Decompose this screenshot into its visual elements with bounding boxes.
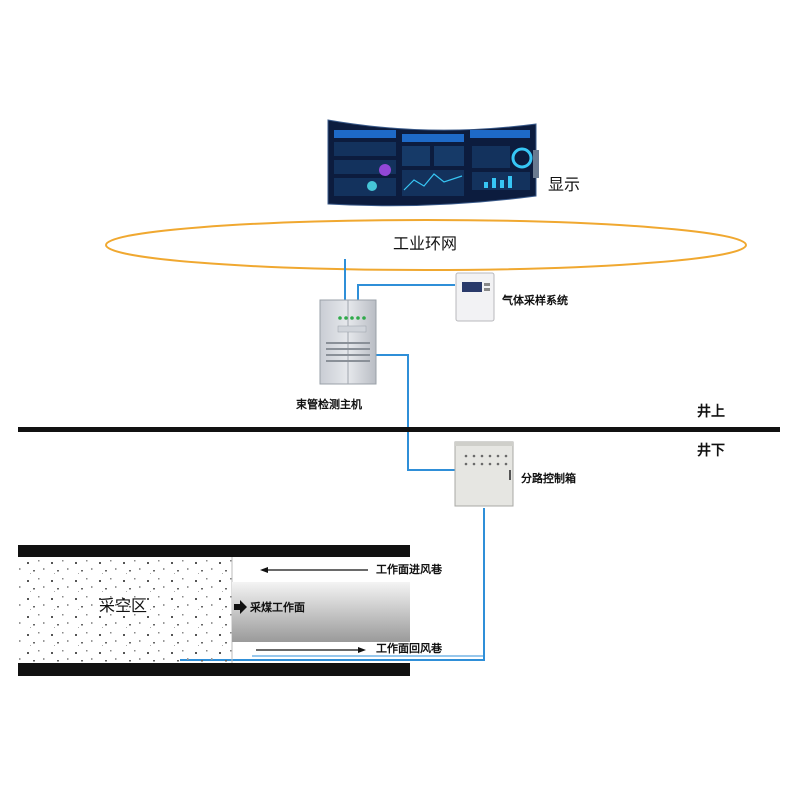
above-ground-label: 井上 <box>697 404 725 420</box>
gas-sampling-device <box>455 272 495 322</box>
cables <box>180 259 485 661</box>
return-airway-label: 工作面回风巷 <box>376 642 442 655</box>
video-wall-display <box>327 119 539 207</box>
gas-system-label: 气体采样系统 <box>502 294 568 307</box>
mine-section <box>18 545 410 676</box>
display-label: 显示 <box>548 175 581 194</box>
host-label: 束管检测主机 <box>296 398 362 411</box>
goaf-label: 采空区 <box>99 596 148 615</box>
ring-network <box>105 219 747 271</box>
ring-network-label: 工业环网 <box>393 234 458 253</box>
ground-line <box>18 427 780 432</box>
branch-box-label: 分路控制箱 <box>521 472 576 485</box>
right-arrow-icon <box>234 600 247 614</box>
coal-face-label: 采煤工作面 <box>250 601 305 614</box>
intake-airway-label: 工作面进风巷 <box>376 563 442 576</box>
branch-control-box <box>454 441 514 507</box>
host-cabinet <box>319 299 377 385</box>
below-ground-label: 井下 <box>697 443 725 459</box>
